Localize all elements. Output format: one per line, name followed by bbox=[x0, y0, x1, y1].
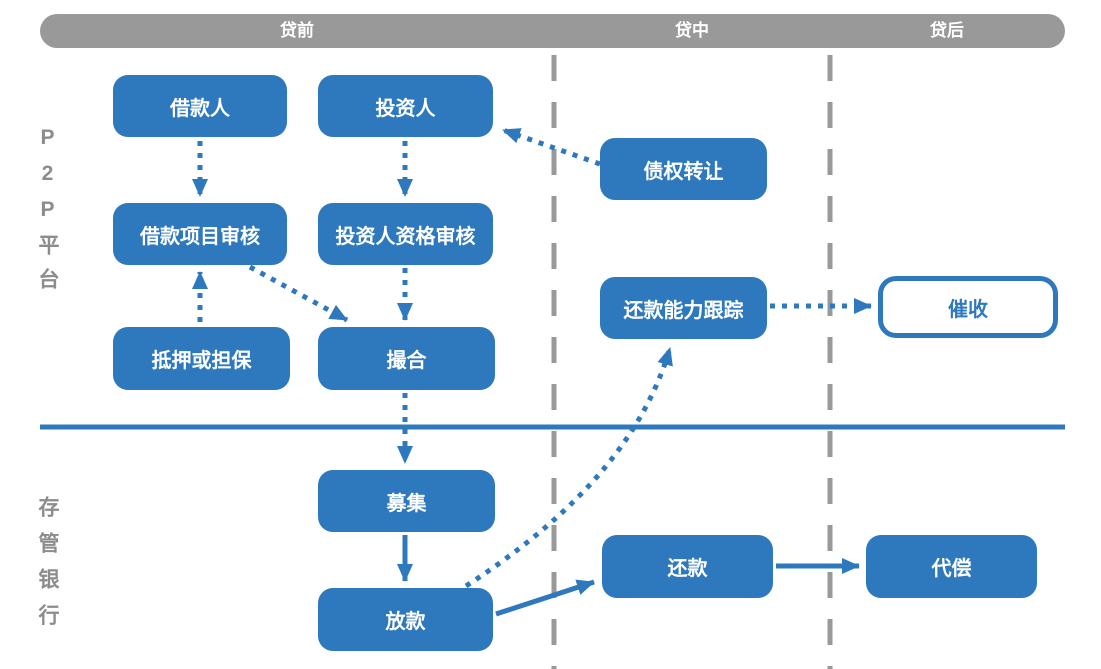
node-borrower: 借款人 bbox=[113, 75, 287, 137]
lane-label-custodian-bank: 存管银行 bbox=[36, 496, 59, 640]
phase-label-mid-loan: 贷中 bbox=[675, 21, 709, 40]
phase-header-bar: 贷前 贷中 贷后 bbox=[40, 14, 1065, 48]
node-collection: 催收 bbox=[878, 276, 1058, 338]
node-fundraising: 募集 bbox=[318, 470, 495, 532]
node-investor-qualification-review: 投资人资格审核 bbox=[318, 203, 493, 265]
phase-divider-lines bbox=[551, 55, 833, 669]
node-disbursement: 放款 bbox=[318, 588, 493, 651]
node-debt-transfer: 债权转让 bbox=[600, 138, 767, 200]
dotted-connectors bbox=[192, 127, 872, 589]
phase-label-pre-loan: 贷前 bbox=[280, 21, 314, 40]
node-repayment-ability-tracking: 还款能力跟踪 bbox=[600, 277, 767, 339]
node-investor: 投资人 bbox=[318, 75, 493, 137]
edge-disbursement-tracking bbox=[464, 347, 673, 589]
edge-loanreview-matchmaking bbox=[248, 264, 349, 323]
edge-debttransfer-investor bbox=[502, 127, 601, 167]
lane-label-p2p-platform: P2P平台 bbox=[36, 126, 59, 302]
solid-connectors bbox=[397, 535, 860, 617]
node-matchmaking: 撮合 bbox=[318, 327, 495, 390]
node-collateral-or-guarantee: 抵押或担保 bbox=[113, 327, 290, 390]
node-compensation: 代偿 bbox=[866, 535, 1037, 598]
node-repayment: 还款 bbox=[602, 535, 773, 598]
phase-label-post-loan: 贷后 bbox=[930, 21, 964, 40]
edge-disbursement-repayment bbox=[495, 579, 595, 617]
node-loan-project-review: 借款项目审核 bbox=[113, 203, 287, 265]
